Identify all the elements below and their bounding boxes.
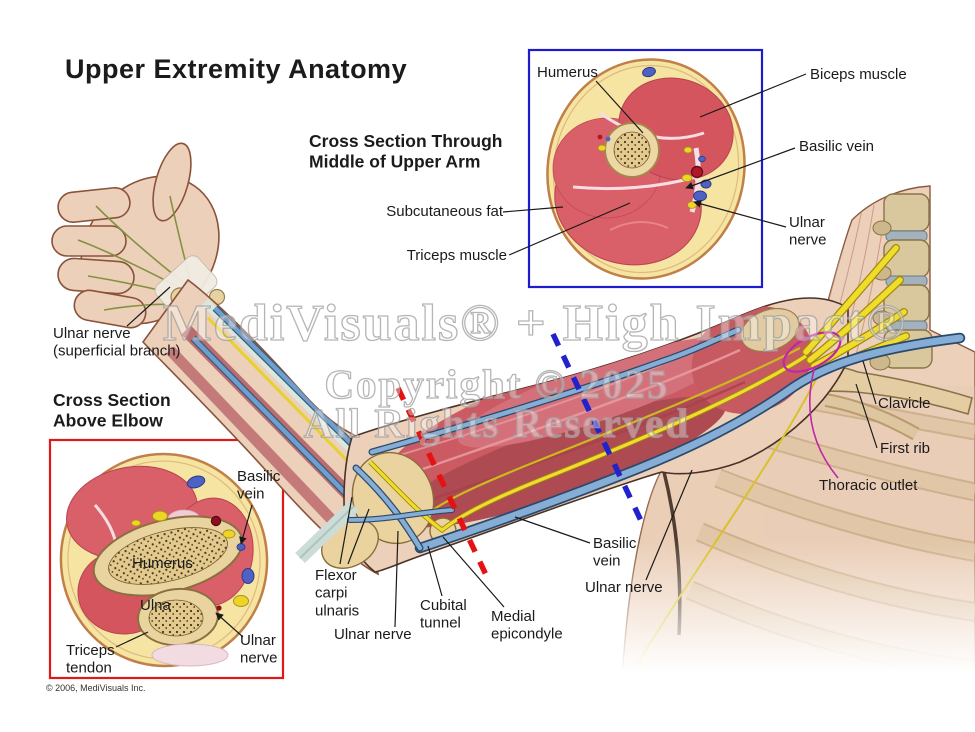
label-humerus-upper: Humerus (537, 64, 598, 81)
upper-arm-muscles (384, 306, 813, 528)
leader-humerus-upper (595, 80, 644, 134)
label-clavicle: Clavicle (878, 395, 931, 412)
label-biceps-muscle: Biceps muscle (810, 66, 907, 83)
leader-medial-epicondyle (442, 536, 505, 608)
leader-first-rib (855, 383, 878, 449)
label-ulnar-nerve-superficial: Ulnar nerve(superficial branch) (53, 325, 181, 360)
leader-fcu-1 (339, 496, 353, 565)
leader-triceps-tendon (115, 631, 149, 648)
first-rib-inner (825, 395, 919, 439)
leader-basilic-arm (514, 516, 591, 544)
leader-subcutaneous-fat (502, 206, 564, 213)
leader-ulnar-wrist (394, 530, 399, 628)
leader-ulnar-arm (645, 469, 693, 581)
hand-fist (51, 142, 226, 329)
label-triceps-muscle: Triceps muscle (407, 247, 507, 264)
leader-biceps (699, 73, 807, 118)
leader-basilic-lower (239, 504, 253, 545)
leader-clavicle (862, 360, 877, 405)
torso-fade (600, 540, 975, 732)
label-humerus-lower: Humerus (132, 555, 193, 572)
leader-ulnar-superficial (126, 286, 171, 327)
watermark: MediVisuals® + High Impact® Copyright © … (162, 294, 907, 446)
leader-thoracic-outlet (808, 365, 839, 479)
arm-group (51, 142, 849, 576)
thoracic-outlet-ellipse (782, 331, 842, 373)
leader-cubital-tunnel (427, 545, 443, 597)
label-subcutaneous-fat: Subcutaneous fat (386, 203, 504, 220)
leader-triceps-muscle (508, 202, 631, 256)
label-first-rib: First rib (880, 440, 930, 457)
watermark-brand: MediVisuals® + High Impact® (163, 295, 907, 352)
leader-basilic-upper (685, 147, 796, 190)
arm-veins (347, 326, 966, 554)
label-basilic-vein-upper: Basilic vein (799, 138, 874, 155)
cephalic-vein (369, 327, 741, 455)
lower-inset-cross-section (48, 438, 285, 680)
lower-section-humerus-bone (92, 515, 244, 597)
upper-section-humerus-bone (604, 122, 660, 178)
footnote-copyright: © 2006, MediVisuals Inc. (46, 683, 146, 693)
watermark-rights: All Rights Reserved (304, 400, 690, 446)
page-title: Upper Extremity Anatomy (65, 54, 407, 84)
median-cubital-vein (353, 465, 423, 551)
section-line-mid-upper-arm (550, 332, 646, 527)
basilic-axillary-vein (416, 334, 964, 552)
lower-section-vessels (131, 475, 255, 611)
leader-ulnar-upper (693, 200, 787, 228)
label-ulna: Ulna (140, 597, 172, 614)
leader-ulnar-lower (215, 612, 244, 638)
watermark-copyright: Copyright © 2025 (324, 361, 669, 407)
neurovascular-group (347, 244, 966, 701)
lower-section-triceps-tendon (151, 643, 229, 667)
label-ulnar-nerve-arm: Ulnar nerve (585, 579, 663, 596)
leader-fcu-2 (347, 508, 370, 565)
upper-inset-cross-section (527, 48, 764, 289)
label-ulnar-nerve-wrist: Ulnar nerve (334, 626, 412, 643)
label-thoracic-outlet: Thoracic outlet (819, 477, 918, 494)
lower-section-ulna-bone (137, 587, 229, 667)
leader-lines (115, 73, 878, 648)
section-line-above-elbow (395, 386, 490, 579)
